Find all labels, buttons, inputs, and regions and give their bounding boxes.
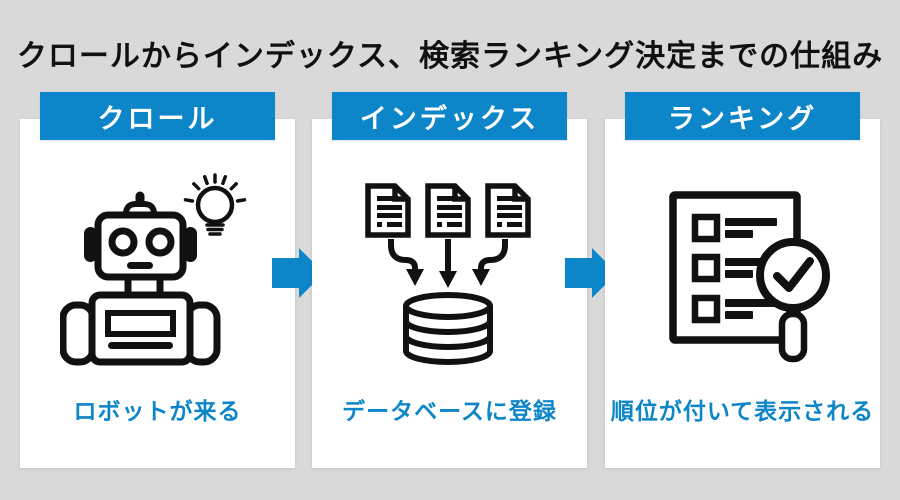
- step-card-index: インデックス: [312, 92, 587, 468]
- arrow-right-icon: [565, 248, 617, 298]
- step-card-ranking: ランキング: [605, 92, 880, 468]
- step-caption-crawl: ロボットが来る: [73, 398, 242, 424]
- step-header-crawl: クロール: [40, 92, 275, 140]
- step-header-index: インデックス: [332, 92, 567, 140]
- documents-to-database-icon: [363, 183, 548, 368]
- page-title: クロールからインデックス、検索ランキング決定までの仕組み: [16, 40, 884, 73]
- checklist-magnifier-icon: [668, 190, 843, 365]
- step-caption-ranking: 順位が付いて表示される: [610, 398, 875, 424]
- step-header-ranking: ランキング: [625, 92, 860, 140]
- arrow-right-icon: [272, 248, 324, 298]
- step-card-crawl: クロール: [20, 92, 295, 468]
- step-caption-index: データベースに登録: [342, 398, 557, 424]
- robot-with-lightbulb-icon: [59, 168, 250, 373]
